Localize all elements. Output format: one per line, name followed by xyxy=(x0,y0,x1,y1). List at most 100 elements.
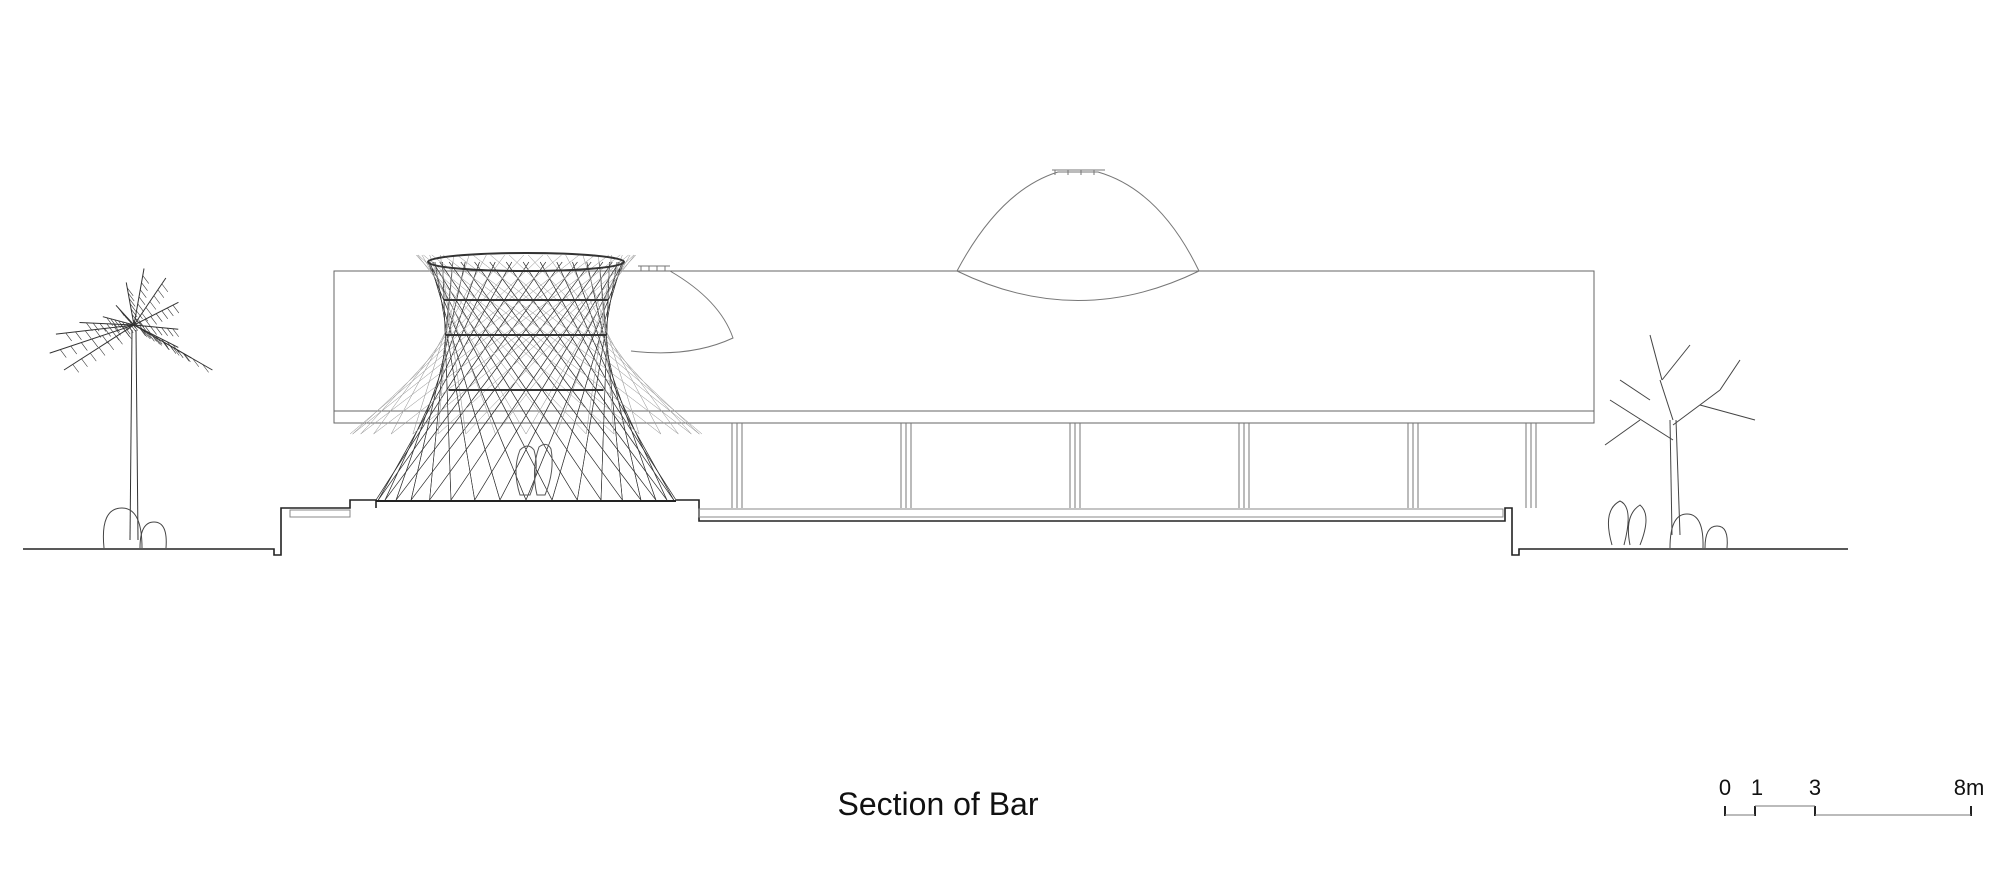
stroke-line xyxy=(1669,419,1673,536)
stroke-line xyxy=(153,336,160,345)
shrubs-left xyxy=(102,507,167,549)
stroke-line xyxy=(384,261,563,501)
stroke-line xyxy=(375,261,530,501)
stroke-line xyxy=(582,254,640,435)
stroke-line xyxy=(373,254,609,435)
stroke-line xyxy=(391,254,621,435)
stroke-line xyxy=(72,364,79,373)
roof xyxy=(333,270,1595,424)
stroke-line xyxy=(499,261,624,501)
stroke-line xyxy=(360,254,596,435)
stroke-line xyxy=(395,261,480,501)
stroke-line xyxy=(153,295,161,304)
scale-label: 8m xyxy=(1954,775,1985,800)
stroke-line xyxy=(118,320,125,330)
stroke-line xyxy=(1659,379,1674,421)
columns xyxy=(731,423,1537,508)
stroke-line xyxy=(360,254,524,435)
stroke-line xyxy=(472,254,700,435)
stroke-line xyxy=(528,254,692,435)
stroke-line xyxy=(114,319,121,328)
stroke-line xyxy=(120,310,127,319)
stroke-line xyxy=(123,325,131,335)
stroke-line xyxy=(417,254,557,435)
stroke-line xyxy=(172,328,179,337)
stroke-line xyxy=(600,261,610,501)
scale-label: 1 xyxy=(1751,775,1763,800)
stroke-line xyxy=(127,317,134,326)
stroke-line xyxy=(456,254,692,435)
stroke-line xyxy=(1604,419,1641,446)
stroke-line xyxy=(155,336,163,345)
stroke-line xyxy=(202,364,209,373)
stroke-line xyxy=(428,261,553,501)
stroke-line xyxy=(142,275,150,284)
stroke-line xyxy=(450,261,613,501)
stroke-line xyxy=(176,349,184,358)
stroke-line xyxy=(148,333,155,342)
stroke-line xyxy=(522,261,677,501)
stroke-line xyxy=(429,261,501,501)
people-figures xyxy=(515,443,553,496)
stroke-line xyxy=(98,347,106,356)
scale-label: 3 xyxy=(1809,775,1821,800)
drawing-title: Section of Bar xyxy=(838,786,1039,822)
stroke-line xyxy=(182,352,190,362)
stroke-line xyxy=(352,254,544,435)
stroke-line xyxy=(1609,399,1674,441)
stroke-line xyxy=(138,296,146,305)
stroke-line xyxy=(143,330,151,339)
stroke-line xyxy=(585,254,612,435)
stroke-line xyxy=(155,313,163,322)
stroke-line xyxy=(141,282,148,291)
stroke-line xyxy=(547,254,679,435)
stroke-line xyxy=(157,289,165,298)
stroke-line xyxy=(432,261,578,501)
stroke-line xyxy=(99,323,107,332)
stroke-line xyxy=(1672,389,1721,426)
stroke-line xyxy=(107,341,114,351)
scale-label: 0 xyxy=(1719,775,1731,800)
wind-tower-lattice xyxy=(349,252,703,501)
stroke-line xyxy=(166,328,174,337)
stroke-line xyxy=(161,310,169,319)
stroke-line xyxy=(145,307,153,316)
stroke-line xyxy=(1649,334,1663,381)
stroke-line xyxy=(465,254,637,435)
stroke-line xyxy=(149,301,157,310)
stroke-line xyxy=(415,254,587,435)
stroke-line xyxy=(92,322,100,332)
stroke-line xyxy=(429,254,496,435)
stroke-line xyxy=(525,254,631,435)
stroke-line xyxy=(129,319,136,329)
stroke-line xyxy=(127,292,135,302)
stroke-line xyxy=(129,303,137,312)
stroke-line xyxy=(172,347,180,356)
stroke-line xyxy=(390,254,487,435)
stroke-line xyxy=(140,328,148,338)
stroke-line xyxy=(384,261,496,501)
stroke-line xyxy=(150,316,157,325)
stroke-line xyxy=(417,254,615,435)
small-skylight xyxy=(630,265,734,354)
stroke-line xyxy=(489,261,668,501)
stroke-line xyxy=(129,323,137,333)
stroke-line xyxy=(184,353,191,363)
stroke-line xyxy=(412,254,629,435)
stroke-line xyxy=(122,321,129,331)
shrubs-right xyxy=(1607,500,1728,549)
stroke-line xyxy=(161,283,169,293)
stroke-line xyxy=(437,254,454,435)
stroke-line xyxy=(136,310,143,320)
stroke-line xyxy=(556,261,668,501)
stroke-line xyxy=(167,307,174,317)
stroke-line xyxy=(150,326,157,335)
stroke-line xyxy=(94,329,102,338)
stroke-line xyxy=(412,254,470,435)
stroke-line xyxy=(106,317,113,326)
stroke-line xyxy=(572,261,657,501)
scale-bar: 0 1 3 8m xyxy=(1719,775,1984,816)
stroke-line xyxy=(431,254,661,435)
stroke-line xyxy=(135,317,142,327)
stroke-line xyxy=(556,254,623,435)
